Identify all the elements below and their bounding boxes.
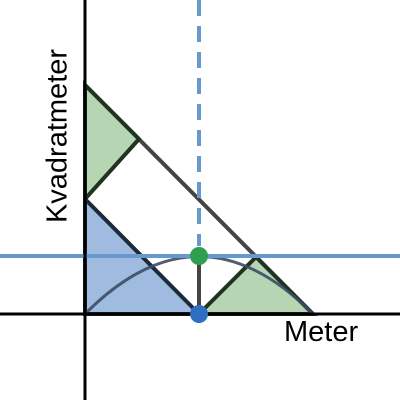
green-point[interactable] xyxy=(190,247,208,265)
green-triangle-bottom xyxy=(197,255,315,316)
y-axis-label: Kvadratmeter xyxy=(41,48,74,224)
x-axis-label: Meter xyxy=(284,316,359,348)
green-triangle-top xyxy=(83,83,141,201)
blue-point[interactable] xyxy=(190,305,208,323)
